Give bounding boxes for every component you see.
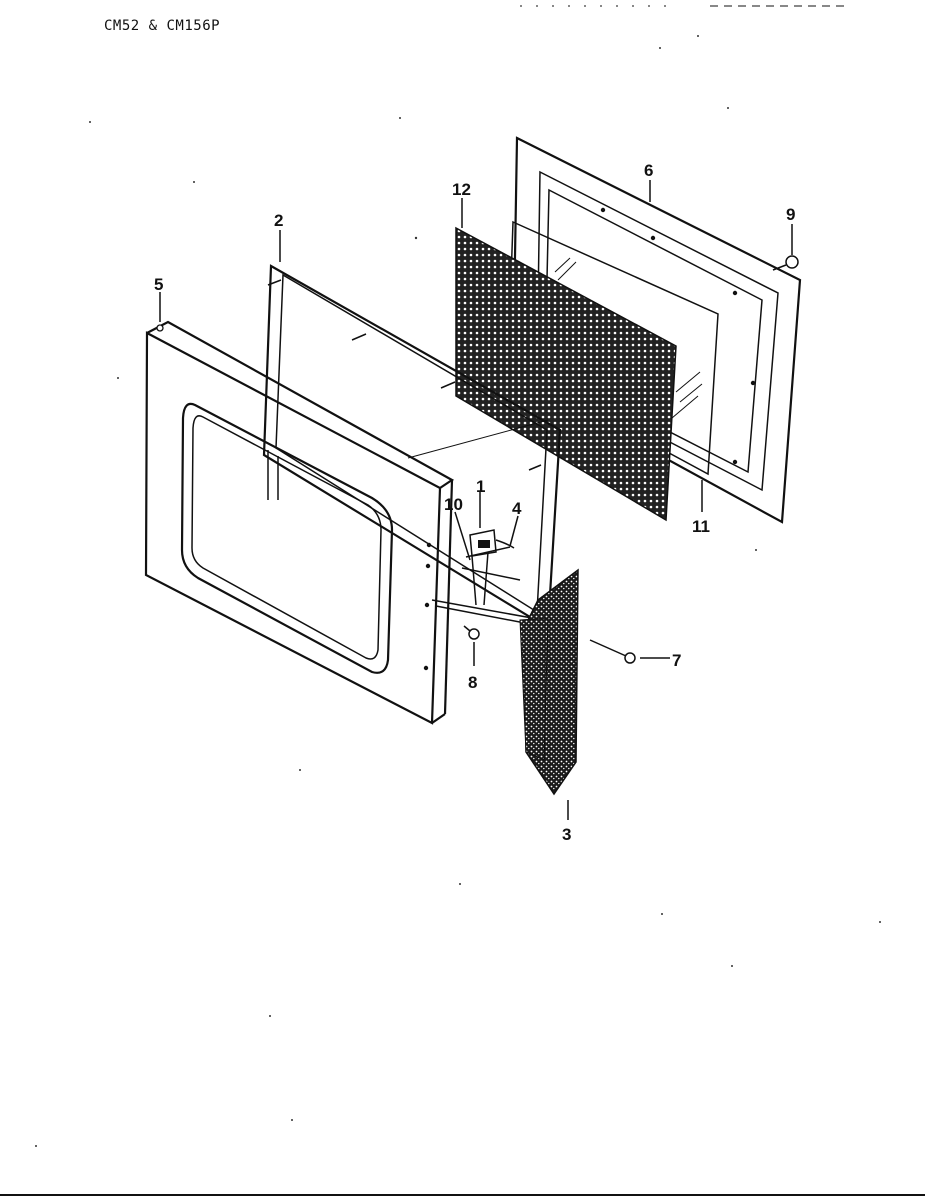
- callout-2: 2: [274, 211, 283, 230]
- page-title: CM52 & CM156P: [104, 18, 221, 34]
- part-12-mesh-screen: [455, 226, 677, 522]
- callout-10: 10: [444, 495, 463, 514]
- callout-4: 4: [512, 499, 522, 518]
- screw-7: [589, 639, 636, 664]
- bottom-rule: [0, 1194, 925, 1196]
- part-5-door-front: [144, 320, 549, 725]
- screw-8: [463, 625, 480, 640]
- callout-9: 9: [786, 205, 795, 224]
- screw-9: [772, 255, 799, 271]
- scan-specks: [35, 35, 881, 1147]
- callout-11: 11: [692, 517, 710, 536]
- callout-1: 1: [476, 477, 485, 496]
- callout-7: 7: [672, 651, 681, 670]
- callout-leaders: [159, 180, 793, 820]
- callout-5: 5: [154, 275, 163, 294]
- callout-3: 3: [562, 825, 571, 844]
- callout-8: 8: [468, 673, 477, 692]
- callout-6: 6: [644, 161, 653, 180]
- latch-assembly: [431, 529, 533, 625]
- callout-12: 12: [452, 180, 471, 199]
- part-3-choke-strip: [519, 568, 579, 796]
